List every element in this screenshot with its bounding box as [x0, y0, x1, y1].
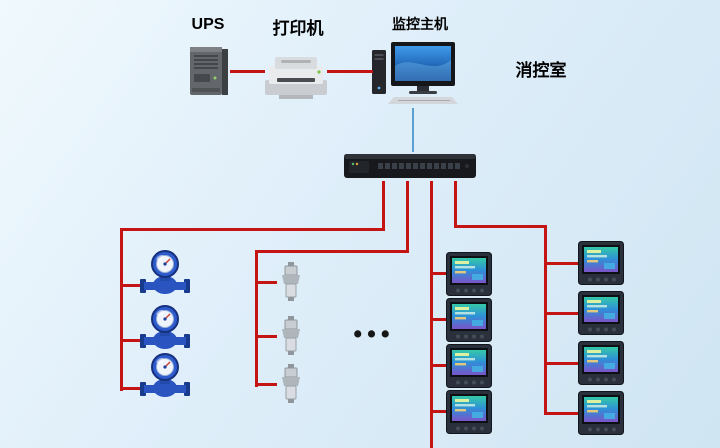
ups-label: UPS [191, 16, 225, 33]
wire-printer-host [327, 70, 373, 73]
transmitter-3 [276, 364, 306, 404]
transmitter-2 [276, 316, 306, 356]
wire-stub-power-b3 [545, 362, 579, 365]
wire-horizontal-to-transmitter-bus [255, 250, 409, 253]
wire-stub-power-b4 [545, 412, 579, 415]
host-label: 监控主机 [392, 16, 448, 32]
wire-stub-power-a2 [431, 318, 447, 321]
power-meter-b2 [578, 291, 624, 335]
wire-host-switch [412, 108, 414, 152]
control-room-label: 消控室 [515, 61, 567, 80]
water-meter-3 [140, 352, 190, 400]
wire-horizontal-to-right-bus [454, 225, 547, 228]
wire-horizontal-to-water-bus [120, 228, 385, 231]
printer-device [263, 52, 329, 100]
wire-stub-power-a4 [431, 410, 447, 413]
wire-drop-left [382, 181, 385, 231]
wire-ups-printer [230, 70, 265, 73]
wire-drop-right [454, 181, 457, 228]
power-meter-b4 [578, 391, 624, 435]
wire-stub-transmitter-1 [255, 281, 277, 284]
wire-bus-transmitters [255, 250, 258, 387]
ups-device [183, 44, 233, 98]
wire-bus-water-meters [120, 228, 123, 391]
power-meter-a2 [446, 298, 492, 342]
wire-stub-transmitter-2 [255, 335, 277, 338]
wire-stub-power-b2 [545, 312, 579, 315]
water-meter-1 [140, 249, 190, 297]
power-meter-a4 [446, 390, 492, 434]
power-meter-a1 [446, 252, 492, 296]
wire-stub-transmitter-3 [255, 383, 277, 386]
water-meter-2 [140, 304, 190, 352]
wire-stub-power-a1 [431, 272, 447, 275]
wire-stub-power-b1 [545, 262, 579, 265]
power-meter-b3 [578, 341, 624, 385]
ellipsis-more-devices: ••• [353, 320, 395, 348]
wire-drop-mid [406, 181, 409, 253]
power-meter-a3 [446, 344, 492, 388]
data-collector-switch-device [344, 151, 476, 181]
transmitter-1 [276, 262, 306, 302]
wire-bus-meters-right-column [544, 225, 547, 415]
wire-stub-water-1 [120, 284, 142, 287]
monitor-host-device [372, 42, 462, 106]
wire-stub-power-a3 [431, 364, 447, 367]
power-meter-b1 [578, 241, 624, 285]
wire-bus-meters-left-column [430, 181, 433, 448]
wire-stub-water-3 [120, 387, 142, 390]
printer-label: 打印机 [272, 19, 324, 38]
wire-stub-water-2 [120, 339, 142, 342]
